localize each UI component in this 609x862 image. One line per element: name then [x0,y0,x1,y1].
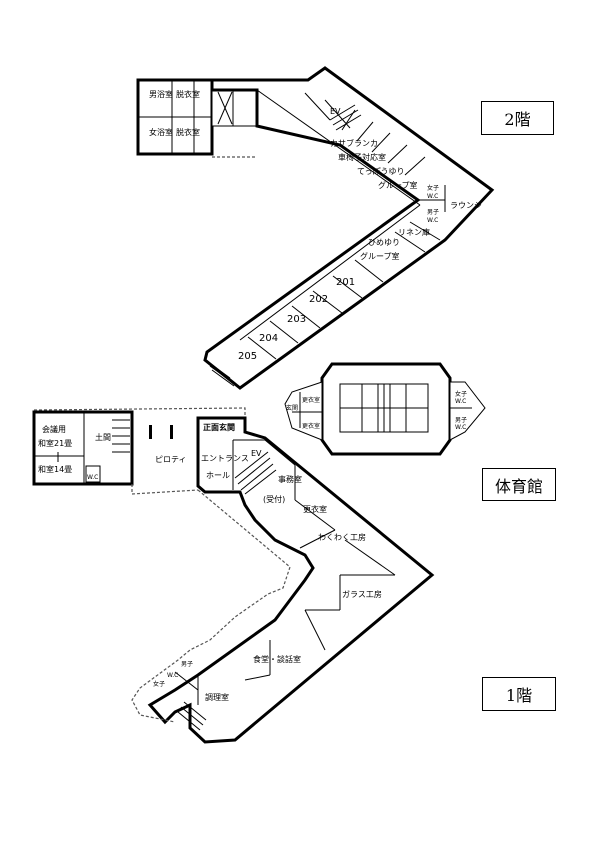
hall-label: ホール [206,471,230,480]
ev-label-2f: EV [330,107,341,116]
first-floor-label: 1階 [505,686,533,705]
kitchen-label: 調理室 [205,692,229,702]
group-room-2-label: グループ室 [360,251,400,261]
second-floor-labels: 男浴室 脱衣室 女浴室 脱衣室 EV カサブランカ 車椅子対応室 てっぽうゆり … [149,89,482,362]
gym-label: 体育館 [494,476,543,496]
first-floor-plan [32,407,435,744]
entrance-label: エントランス [201,454,249,463]
second-floor-label-box: 2階 [481,101,554,135]
womens-dressing-label: 脱衣室 [176,127,200,137]
casablanca-label: カサブランカ [330,138,378,148]
room-204-label: 204 [259,333,278,344]
himeyuri-label: ひめゆり [368,238,400,247]
ev-label-1f: EV [251,449,262,458]
mens-bath-label: 男浴室 [149,89,173,99]
gym-wc-women-label: 女子 [455,390,467,398]
room-205-label: 205 [238,351,257,362]
wc-women-2f-mark: W.C [427,193,438,200]
gymnasium-labels: 玄関 更衣室 更衣室 女子 W.C 男子 W.C [286,390,467,431]
gymnasium-plan [284,362,486,456]
wheelchair-room-label: 車椅子対応室 [338,152,386,162]
second-floor-plan [136,66,495,390]
wc-women-2f-label: 女子 [427,184,439,192]
piloti-label: ピロティ [155,455,187,464]
room-203-label: 203 [287,314,306,325]
japanese-room-label-3: 和室14畳 [38,464,72,474]
lounge-label: ラウンジ [450,201,482,210]
glass-workshop-label: ガラス工房 [342,589,382,599]
second-floor-wall [203,66,495,390]
gym-wc-men-label: 男子 [455,417,467,424]
japanese-room-label-1: 会議用 [42,424,66,434]
gym-wc-men-mark: W.C [455,424,466,431]
wc-1f-japanese-mark: W.C [87,474,98,481]
japanese-room-wall [32,410,134,486]
gym-wc-women-mark: W.C [455,398,466,405]
gym-changing-2-label: 更衣室 [302,422,320,430]
office-label: 事務室 [278,474,302,484]
womens-bath-label: 女浴室 [149,127,173,137]
main-entrance-label: 正面玄関 [203,422,235,432]
gym-wall [320,362,452,456]
gym-label-box: 体育館 [482,468,556,501]
linen-room-label: リネン庫 [398,227,430,237]
gym-entrance-label: 玄関 [286,404,298,412]
first-floor-labels: 会議用 和室21畳 和室14畳 土間 W.C ピロティ 正面玄関 エントランス … [38,422,382,702]
group-room-1-label: グループ室 [378,180,418,190]
gym-changing-1-label: 更衣室 [302,396,320,404]
room-201-label: 201 [336,277,355,288]
wc-women-1f-label: 女子 [153,680,165,688]
mens-dressing-label: 脱衣室 [176,89,200,99]
doma-label: 土間 [95,432,111,442]
first-floor-wall [147,416,435,744]
wakuwaku-label: わくわく工房 [318,532,366,542]
reception-label: (受付) [263,494,285,504]
wc-men-2f-label: 男子 [427,209,439,216]
first-floor-label-box: 1階 [482,677,556,711]
second-floor-label: 2階 [504,110,531,129]
wc-men-1f-label: 男子 [181,661,193,668]
dining-room-label: 食堂・談話室 [253,654,301,664]
teppouyuri-label: てっぽうゆり [357,167,405,176]
changing-room-label: 更衣室 [303,504,327,514]
room-202-label: 202 [309,294,328,305]
japanese-room-label-2: 和室21畳 [38,438,72,448]
wc-men-2f-mark: W.C [427,217,438,224]
wc-1f-mark: W.C [167,672,178,679]
